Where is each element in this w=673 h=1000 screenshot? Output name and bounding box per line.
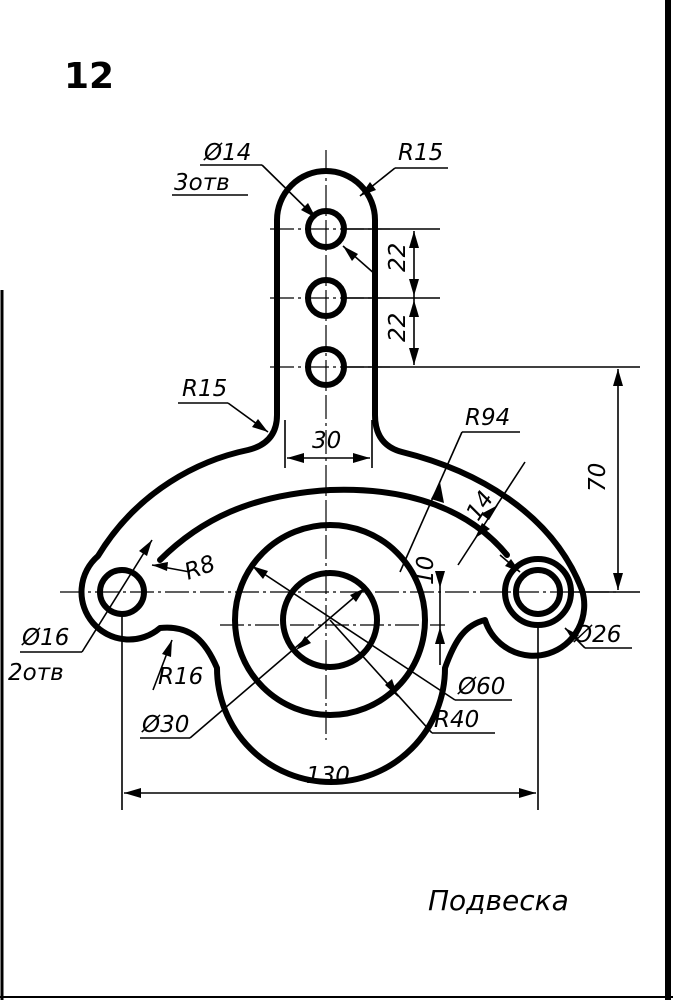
label-boss-dia26: Ø26	[573, 622, 621, 648]
label-hole-count-3: 3отв	[174, 170, 230, 196]
inner-slot	[157, 486, 510, 563]
label-radius-r40: R40	[434, 707, 479, 733]
label-fillet-radius: R15	[182, 376, 227, 402]
label-neck-width: 30	[312, 428, 341, 454]
label-offset-10: 10	[413, 556, 439, 585]
hole-center-dia30	[280, 570, 380, 670]
part-title: Подвеска	[428, 884, 569, 917]
label-spacing-2: 22	[385, 313, 411, 342]
label-overall-130: 130	[306, 763, 350, 789]
label-height-70: 70	[585, 463, 611, 492]
label-hole-dia16: Ø16	[21, 625, 69, 651]
label-spacing-1: 22	[385, 243, 411, 272]
label-hole-dia14: Ø14	[203, 140, 251, 166]
label-dia30: Ø30	[141, 712, 189, 738]
outer-contour	[78, 168, 588, 785]
label-radius-r16: R16	[158, 664, 203, 690]
dimension-labels: Ø14 3отв R15 22 22 R15 30 R94 70 14 10 R…	[8, 140, 621, 789]
label-dia60: Ø60	[457, 674, 505, 700]
sheet-number: 12	[64, 56, 114, 97]
part-outline	[78, 168, 588, 785]
label-inner-radius-r8: R8	[181, 551, 219, 586]
ring-outer-r40	[232, 522, 428, 718]
dimension-lines	[20, 164, 640, 810]
label-arc-radius: R94	[465, 405, 510, 431]
label-top-radius: R15	[398, 140, 443, 166]
label-hole-count-2: 2отв	[8, 660, 64, 686]
